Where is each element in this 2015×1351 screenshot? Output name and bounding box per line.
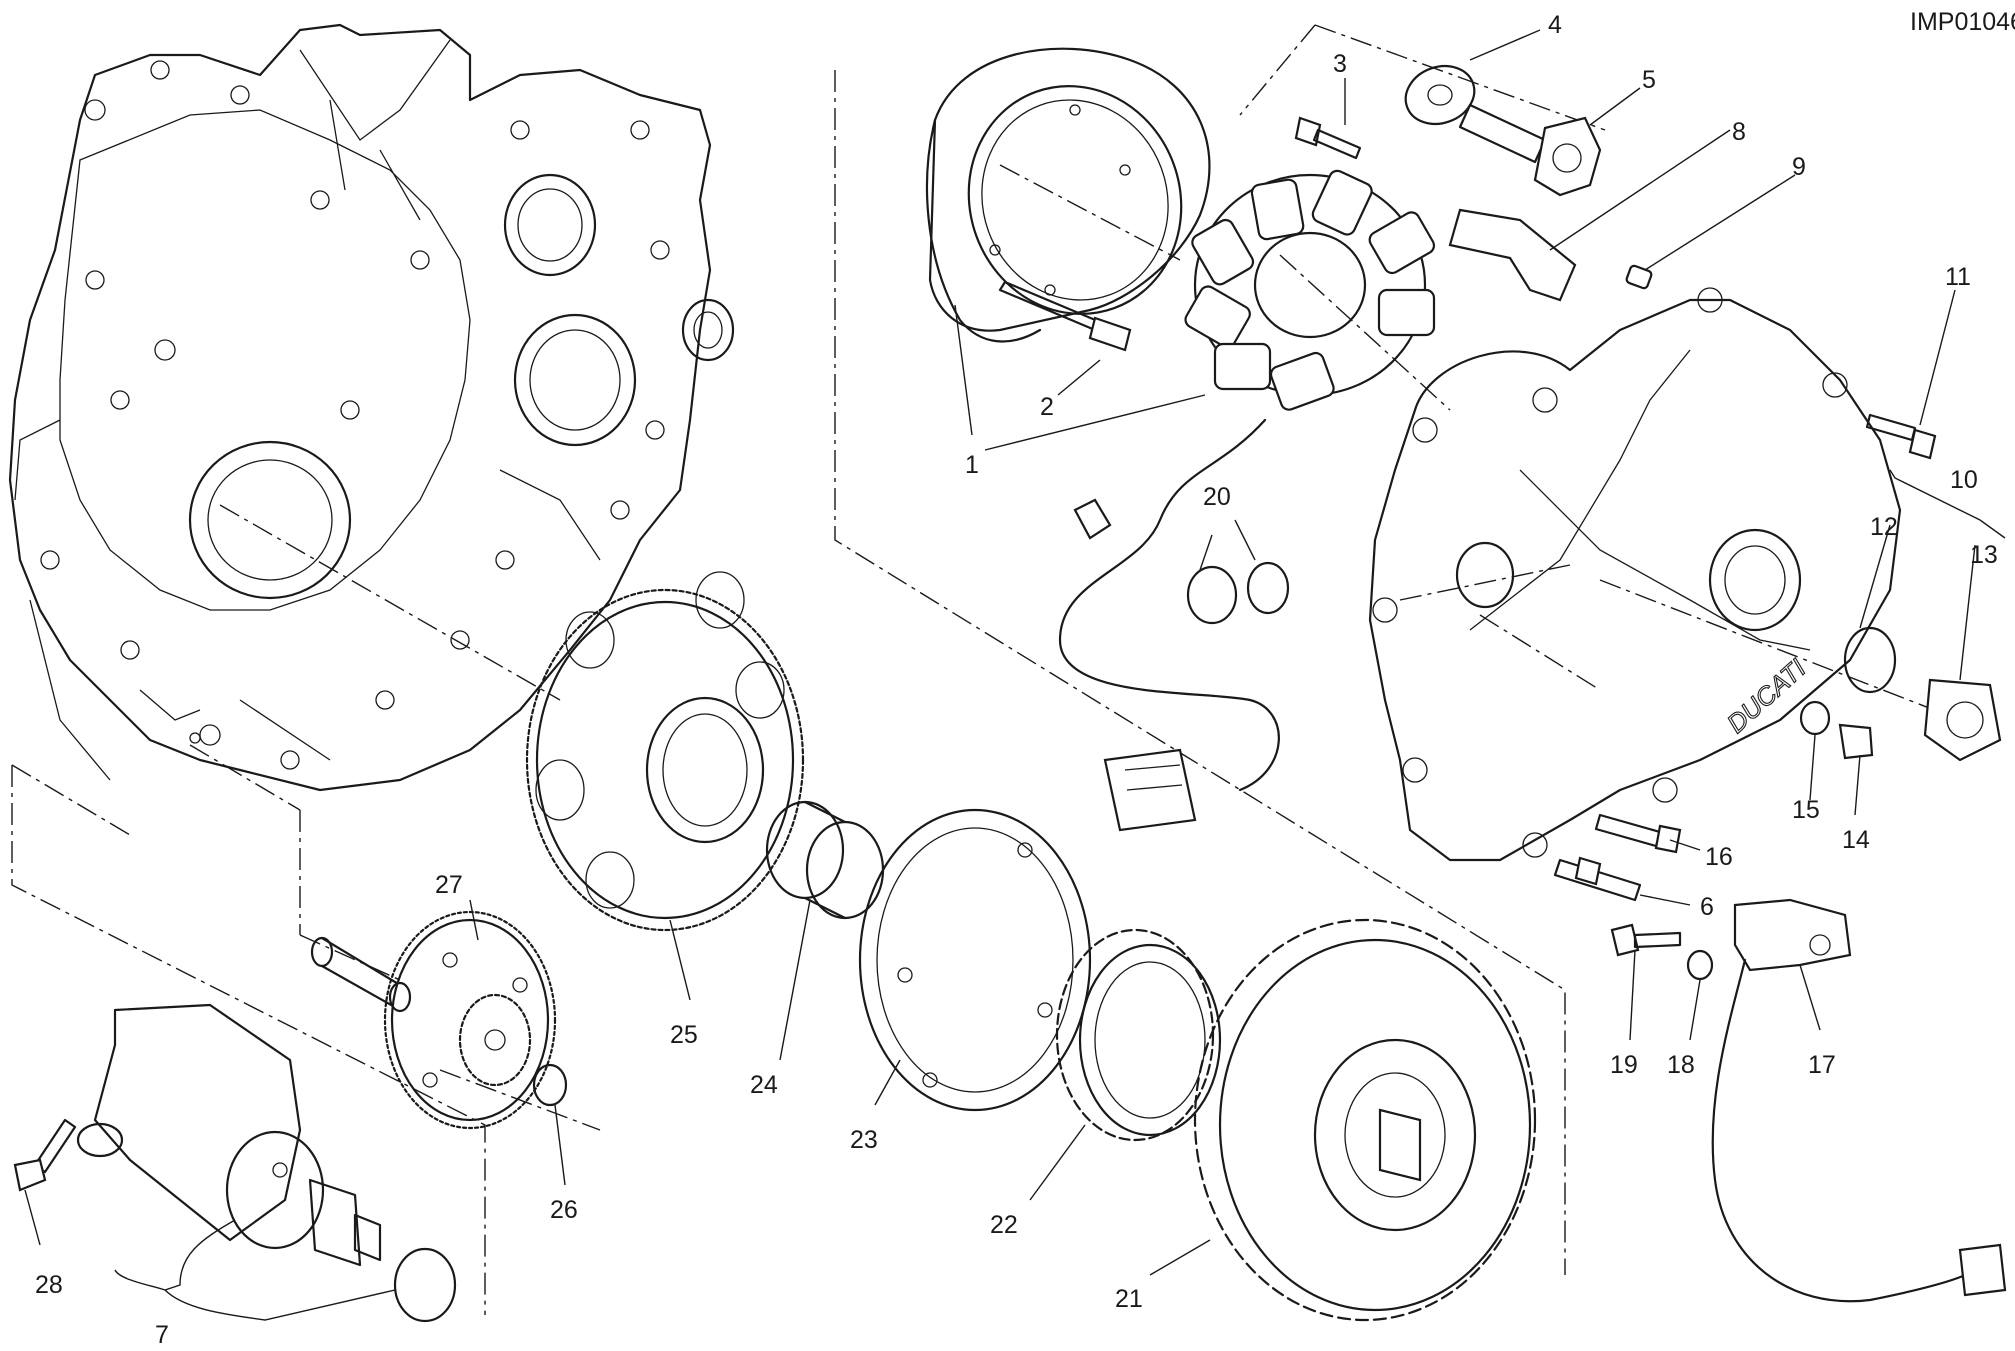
intermediate-gear-27: [383, 910, 557, 1130]
screw-28: [13, 1118, 77, 1192]
callout-3: 3: [1333, 50, 1347, 78]
callout-12: 12: [1870, 513, 1898, 541]
callout-9: 9: [1792, 153, 1806, 181]
callout-6: 6: [1700, 893, 1714, 921]
starter-gear-25: [525, 571, 805, 932]
washer-26: [532, 1063, 568, 1107]
screw-11: [1865, 413, 1937, 460]
callout-17: 17: [1808, 1051, 1836, 1079]
callout-numbers: 1 2 3 4 5 6 7 8 9 10 11 12 13 14 15 16 1…: [35, 11, 1998, 1349]
alternator-cover: DUCATI: [1368, 287, 1961, 862]
callout-19: 19: [1610, 1051, 1638, 1079]
freewheel-housing-21: [1193, 918, 1537, 1322]
flywheel-rotor: [925, 47, 1211, 343]
o-ring-starter: [393, 1247, 457, 1323]
callout-2: 2: [1040, 393, 1054, 421]
plug-13: [1923, 678, 2002, 762]
freewheel-22: [1055, 928, 1222, 1142]
axis-lines-left: [189, 504, 601, 1131]
pickup-sensor-17: [1711, 898, 2007, 1303]
washer-15: [1799, 700, 1831, 736]
stator: [1058, 169, 1451, 832]
assembly-boundaries: [11, 24, 1606, 1315]
callout-21: 21: [1115, 1285, 1143, 1313]
washer-4: [1404, 64, 1476, 126]
callout-24: 24: [750, 1071, 778, 1099]
starter-motor-7: [76, 1003, 382, 1267]
callout-8: 8: [1732, 118, 1746, 146]
callout-7: 7: [155, 1321, 169, 1349]
screw-16: [1594, 813, 1682, 854]
reference-code: IMP01046: [1910, 8, 2015, 36]
callout-27: 27: [435, 871, 463, 899]
callout-28: 28: [35, 1271, 63, 1299]
callout-14: 14: [1842, 826, 1870, 854]
screw-3: [1294, 116, 1362, 160]
screw-19: [1610, 923, 1682, 957]
callout-1: 1: [965, 451, 979, 479]
callout-11: 11: [1945, 263, 1971, 291]
washer-18: [1686, 949, 1714, 981]
bearing-24: [765, 800, 885, 920]
stud-6: [1553, 856, 1642, 902]
crankcase: [8, 23, 735, 792]
callout-15: 15: [1792, 796, 1820, 824]
callout-22: 22: [990, 1211, 1018, 1239]
bolt-5: [1458, 103, 1602, 197]
callout-10: 10: [1950, 466, 1978, 494]
callout-16: 16: [1705, 843, 1733, 871]
spacer-pin: [310, 936, 412, 1013]
dowel-9: [1625, 264, 1653, 290]
callout-26: 26: [550, 1196, 578, 1224]
o-rings-20: [1186, 561, 1290, 625]
callout-4: 4: [1548, 11, 1562, 39]
callout-25: 25: [670, 1021, 698, 1049]
callout-5: 5: [1642, 66, 1656, 94]
screw-2: [998, 280, 1132, 352]
o-ring-12: [1843, 626, 1897, 694]
callout-20: 20: [1203, 483, 1231, 511]
wiring-clip-8: [1448, 208, 1577, 302]
plug-14: [1838, 723, 1874, 760]
callout-18: 18: [1667, 1051, 1695, 1079]
gasket-23: [858, 808, 1092, 1112]
callout-13: 13: [1970, 541, 1998, 569]
leader-lines: [24, 29, 2006, 1321]
callout-23: 23: [850, 1126, 878, 1154]
